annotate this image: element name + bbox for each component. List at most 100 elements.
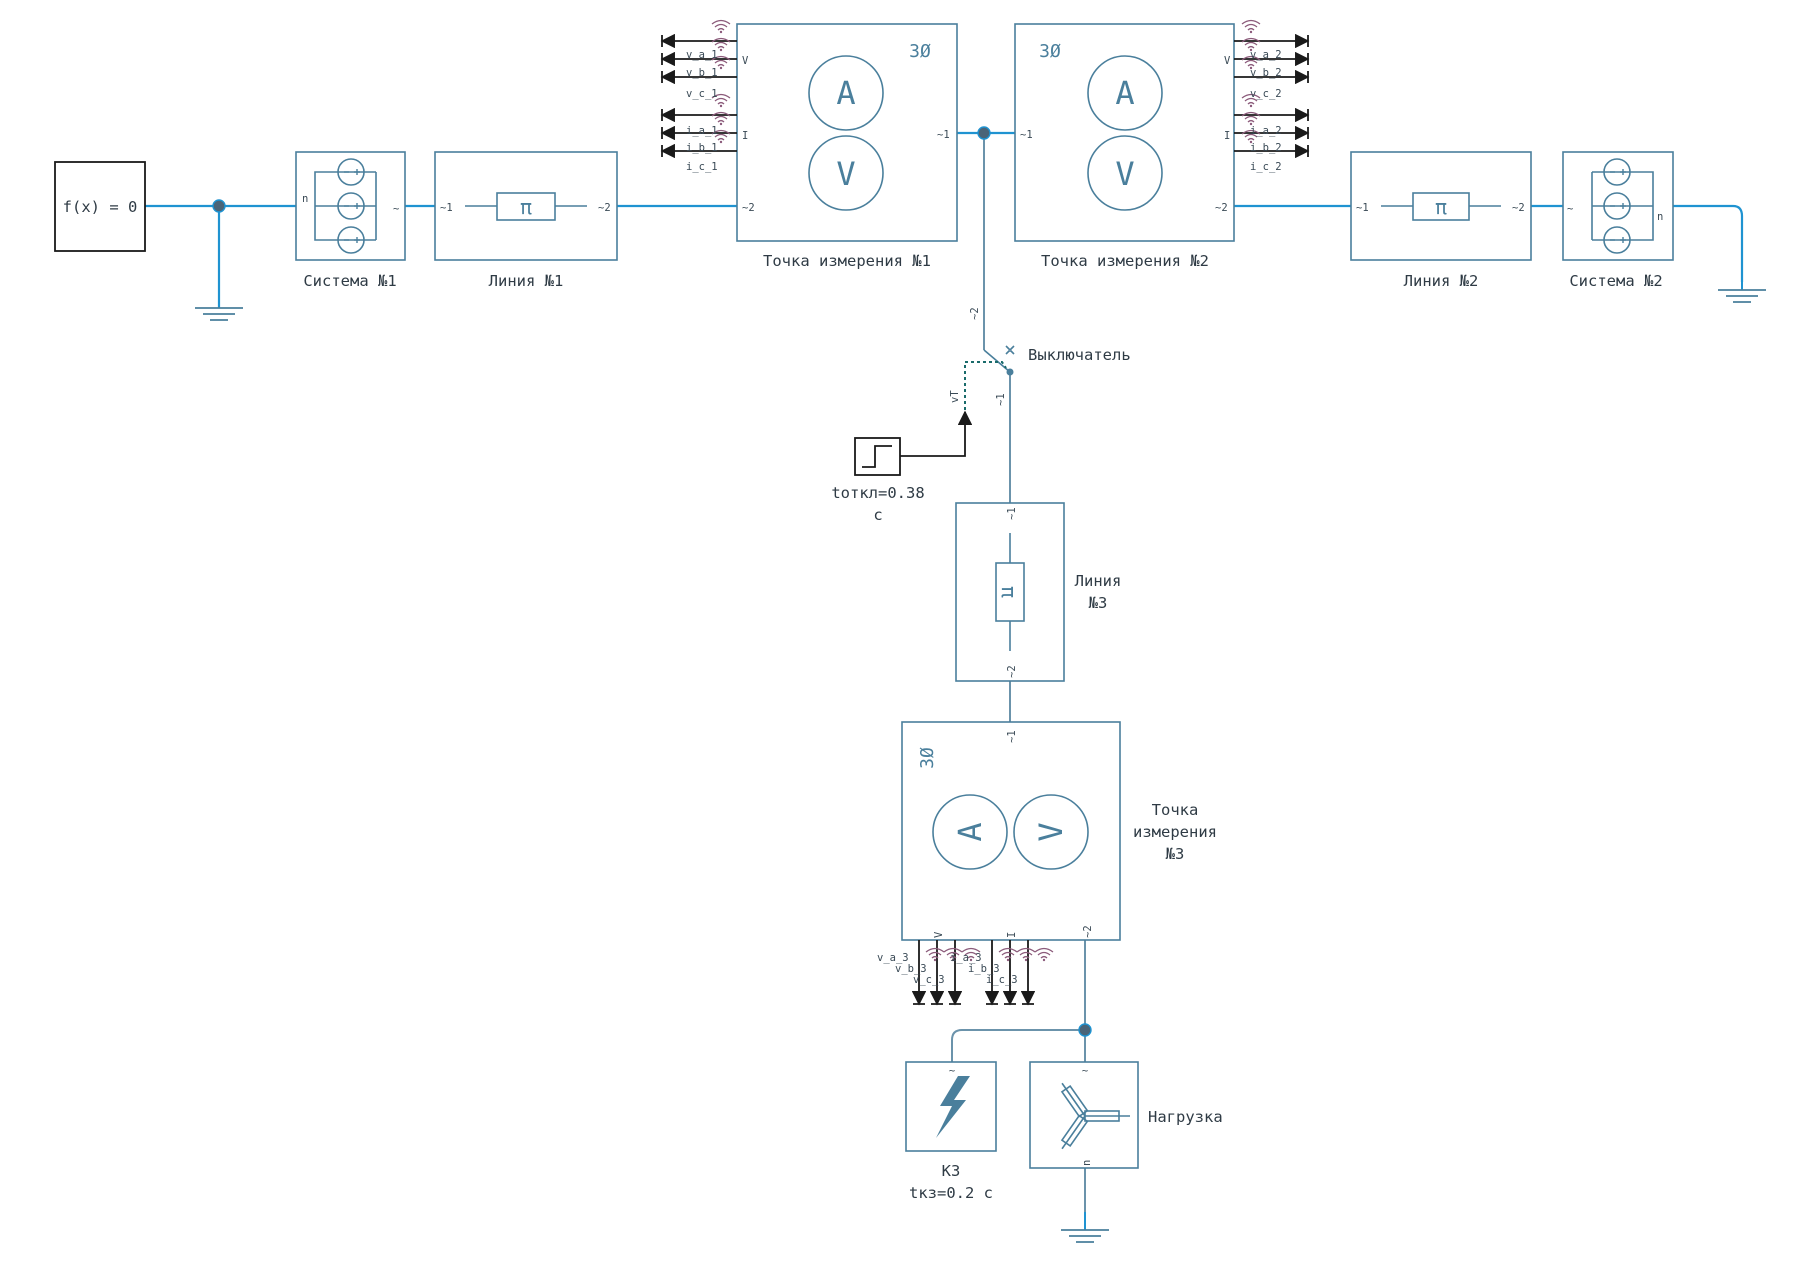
line1-block[interactable]: π ~1 ~2 [434,151,618,261]
ammeter-icon [932,794,1008,870]
meter3-signals: v_a_3 v_b_3 v_c_3 i_a_3 i_b_3 i_c_3 [877,940,1054,1006]
svg-text:3Ø: 3Ø [909,41,931,62]
svg-text:i_b_3: i_b_3 [968,963,1000,975]
svg-text:~2: ~2 [1082,925,1094,938]
svg-text:V: V [1032,822,1070,841]
svg-text:v_c_3: v_c_3 [913,974,945,986]
svg-text:~1: ~1 [937,129,950,141]
meter1-block[interactable]: 3Ø A V V I ~2 ~1 [736,23,958,242]
junction-dot [977,126,991,140]
load-block[interactable]: ~ n [1029,1061,1139,1169]
meter2-signals: v_a_2 v_b_2 v_c_2 i_a_2 i_b_2 i_c_2 [1234,19,1310,173]
pi-icon: π [997,586,1021,598]
svg-text:i_a_1: i_a_1 [686,125,718,137]
svg-text:~1: ~1 [1006,730,1018,743]
fault-block[interactable]: ~ [905,1061,997,1152]
svg-text:~1: ~1 [1020,129,1033,141]
ground-icon [1060,1211,1110,1243]
function-block[interactable]: f(x) = 0 [54,161,146,252]
breaker-switch[interactable]: ~2 ~1 vT [949,307,1015,406]
step-signal-arrow [900,410,973,457]
svg-text:3Ø: 3Ø [1039,41,1061,62]
meter1-label: Точка измерения №1 [763,252,931,270]
svg-text:i_c_1: i_c_1 [686,161,718,173]
svg-text:V: V [742,55,749,67]
svg-text:A: A [836,74,855,112]
meter3-label-2: измерения [1133,823,1217,841]
step-icon [862,445,892,468]
voltmeter-icon [1013,794,1089,870]
svg-text:~1: ~1 [995,393,1007,406]
meter3-label-3: №3 [1166,845,1185,863]
step-label-unit: с [873,506,882,524]
junction-dot [1078,1023,1092,1037]
svg-text:~2: ~2 [598,202,611,214]
broadcast-icon [1241,19,1261,34]
line3-label-num: №3 [1089,594,1108,612]
fault-label: КЗ [942,1162,961,1180]
svg-text:~: ~ [1082,1065,1088,1077]
lightning-icon [936,1076,970,1138]
system1-block[interactable]: n ~ [295,151,406,261]
svg-text:i_a_2: i_a_2 [1250,125,1282,137]
svg-text:I: I [1224,130,1230,142]
ground-icon [194,289,244,321]
svg-text:~1: ~1 [1356,202,1369,214]
svg-text:~2: ~2 [1006,665,1018,678]
svg-text:~2: ~2 [1512,202,1525,214]
svg-text:I: I [742,130,748,142]
line3-label: Линия [1075,572,1122,590]
svg-text:i_b_2: i_b_2 [1250,142,1282,154]
svg-text:~2: ~2 [1215,202,1228,214]
svg-text:n: n [1081,1160,1093,1166]
svg-text:V: V [1224,55,1231,67]
svg-text:~1: ~1 [1006,507,1018,520]
line3-block[interactable]: π ~1 ~2 [955,502,1065,682]
svg-text:~: ~ [393,203,399,215]
line2-block[interactable]: π ~1 ~2 [1350,151,1532,261]
meter1-signals: v_a_1 v_b_1 v_c_1 i_a_1 i_b_1 i_c_1 [660,19,737,173]
svg-text:v_c_2: v_c_2 [1250,88,1282,100]
broadcast-icon [925,947,945,962]
broadcast-icon [1034,947,1054,962]
broadcast-icon [711,19,731,34]
svg-text:A: A [1115,74,1134,112]
svg-text:n: n [1657,211,1663,223]
line1-label: Линия №1 [489,272,564,290]
meter2-label: Точка измерения №2 [1041,252,1209,270]
svg-text:~: ~ [1567,203,1573,215]
svg-text:v_b_2: v_b_2 [1250,67,1282,79]
meter2-block[interactable]: 3Ø A V V I ~1 ~2 [1014,23,1235,242]
pi-icon: π [1435,195,1447,219]
system2-block[interactable]: ~ n [1562,151,1674,261]
svg-text:v_a_1: v_a_1 [686,49,718,61]
ammeter-icon [808,55,884,131]
voltmeter-icon [1087,135,1163,211]
svg-text:v_b_3: v_b_3 [895,963,927,975]
meter3-block[interactable]: 3Ø A V ~1 ~2 V I [901,721,1121,941]
svg-text:3Ø: 3Ø [917,747,938,769]
step-block[interactable] [854,437,901,476]
broadcast-icon [1016,947,1036,962]
svg-text:V: V [933,931,945,938]
svg-text:n: n [302,193,308,205]
broadcast-icon [998,947,1018,962]
pi-icon: π [520,195,532,219]
svg-text:i_a_3: i_a_3 [950,952,982,964]
svg-text:v_c_1: v_c_1 [686,88,718,100]
svg-text:~2: ~2 [742,202,755,214]
step-label: tоткл=0.38 [831,484,924,502]
svg-text:~1: ~1 [440,202,453,214]
function-expr: f(x) = 0 [63,198,138,216]
svg-text:i_c_2: i_c_2 [1250,161,1282,173]
svg-text:v_a_2: v_a_2 [1250,49,1282,61]
ground-icon [1717,271,1767,303]
voltmeter-icon [808,135,884,211]
svg-text:V: V [1115,155,1134,193]
main-wires [145,131,1744,1230]
svg-text:~: ~ [949,1065,955,1077]
breaker-label: Выключатель [1028,346,1131,364]
meter3-label: Точка [1152,801,1199,819]
svg-text:~2: ~2 [969,307,981,320]
